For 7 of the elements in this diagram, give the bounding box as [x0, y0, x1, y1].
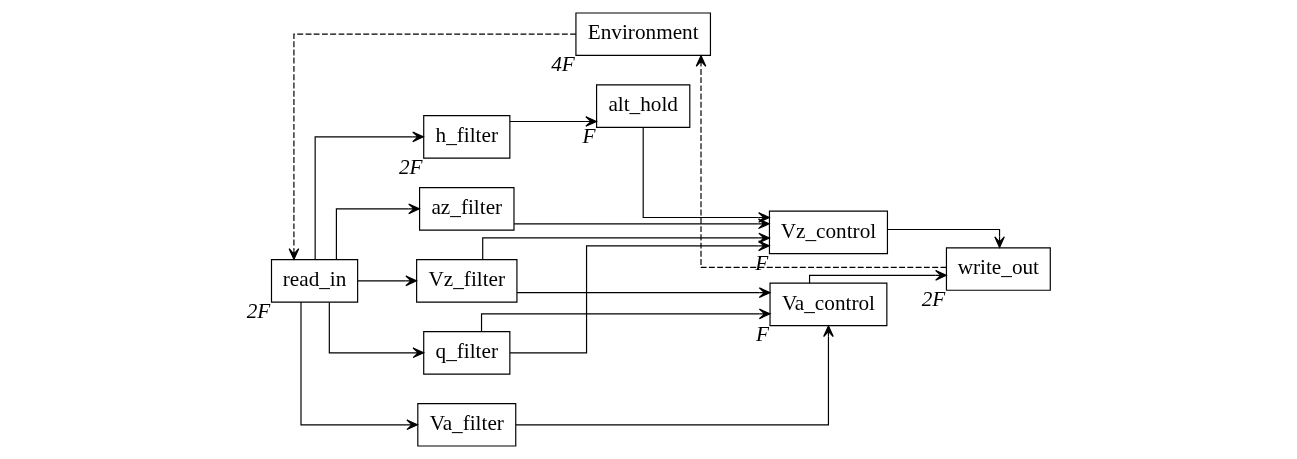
node-label: 2F: [246, 298, 271, 323]
node-label: 4F: [551, 52, 575, 77]
node-label: 2F: [921, 287, 946, 312]
node-label: F: [582, 124, 596, 149]
node-label: 2F: [398, 154, 423, 179]
node-label: F: [755, 250, 769, 275]
node-label: F: [755, 322, 769, 347]
